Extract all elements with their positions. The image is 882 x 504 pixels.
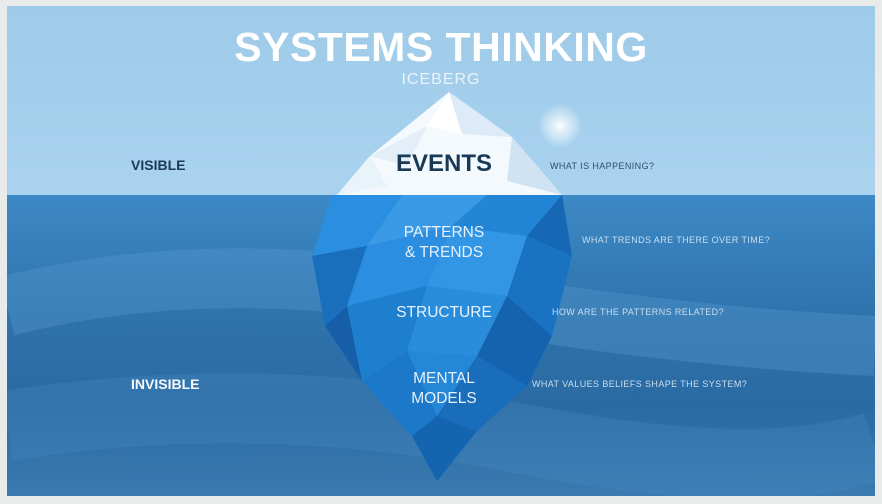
invisible-zone-label: INVISIBLE — [131, 376, 200, 392]
page-subtitle: ICEBERG — [401, 71, 481, 88]
level-events-label: EVENTS — [395, 150, 493, 177]
page-title: SYSTEMS THINKING — [234, 24, 648, 70]
diagram-canvas: SYSTEMS THINKING ICEBERG VISIBLE INVISIB… — [7, 6, 875, 496]
iceberg — [312, 92, 572, 481]
question-events: WHAT IS HAPPENING? — [550, 161, 655, 171]
visible-zone-label: VISIBLE — [131, 157, 186, 173]
question-mental-models: WHAT VALUES BELIEFS SHAPE THE SYSTEM? — [532, 379, 748, 389]
level-patterns-label: PATTERNS & TRENDS — [403, 224, 485, 261]
level-mental-models-label: MENTAL MODELS — [411, 370, 477, 407]
level-structure-label: STRUCTURE — [396, 304, 492, 321]
iceberg-body — [312, 195, 572, 481]
question-patterns: WHAT TRENDS ARE THERE OVER TIME? — [582, 235, 771, 245]
question-structure: HOW ARE THE PATTERNS RELATED? — [552, 307, 724, 317]
iceberg-tip — [337, 92, 562, 195]
